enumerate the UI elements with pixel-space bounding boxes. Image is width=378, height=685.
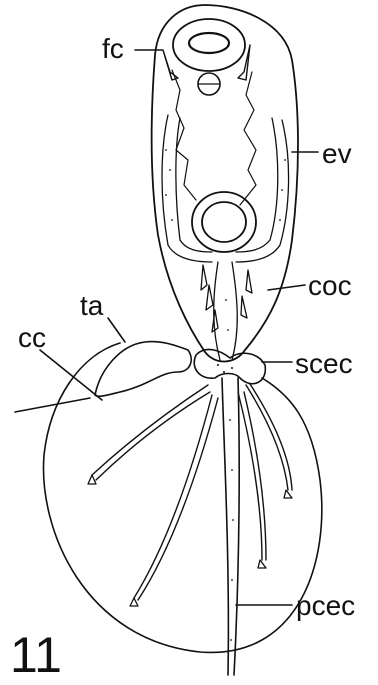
cyst-rim-left xyxy=(15,398,90,412)
oral-sucker xyxy=(173,19,245,71)
tail-annex xyxy=(95,342,191,397)
branch-2 xyxy=(134,395,218,600)
tail-stem xyxy=(194,349,265,383)
label-ta: ta xyxy=(80,292,103,320)
flame-cell-pr1 xyxy=(246,270,252,293)
body-outline xyxy=(152,5,298,362)
leader-coc xyxy=(268,285,305,290)
label-scec: scec xyxy=(295,350,353,378)
branch-1 xyxy=(92,385,210,480)
flame-tip-1 xyxy=(88,475,96,484)
figure-number: 11 xyxy=(10,630,62,680)
label-pcec: pcec xyxy=(296,592,355,620)
ventral-sucker-inner xyxy=(202,202,246,242)
label-cc: cc xyxy=(18,324,46,352)
branch-3 xyxy=(238,392,266,560)
branch-4 xyxy=(246,384,292,490)
excretory-arm-right xyxy=(236,118,289,262)
stipple xyxy=(165,149,286,641)
collecting-duct xyxy=(214,262,238,360)
flame-cell-pr2 xyxy=(241,296,247,318)
flame-tip-4 xyxy=(284,490,292,498)
cyst-outline xyxy=(43,343,321,652)
flame-cell-pl1 xyxy=(201,265,207,290)
gland-region xyxy=(172,70,256,205)
tail-main xyxy=(222,378,239,675)
label-coc: coc xyxy=(308,272,352,300)
flame-tip-2 xyxy=(130,598,138,606)
flame-tip-3 xyxy=(258,560,266,568)
label-fc: fc xyxy=(102,35,124,63)
leader-ta xyxy=(108,318,125,342)
oral-sucker-lumen xyxy=(189,33,229,53)
flame-cell-pl2 xyxy=(206,285,213,310)
label-ev: ev xyxy=(322,140,352,168)
